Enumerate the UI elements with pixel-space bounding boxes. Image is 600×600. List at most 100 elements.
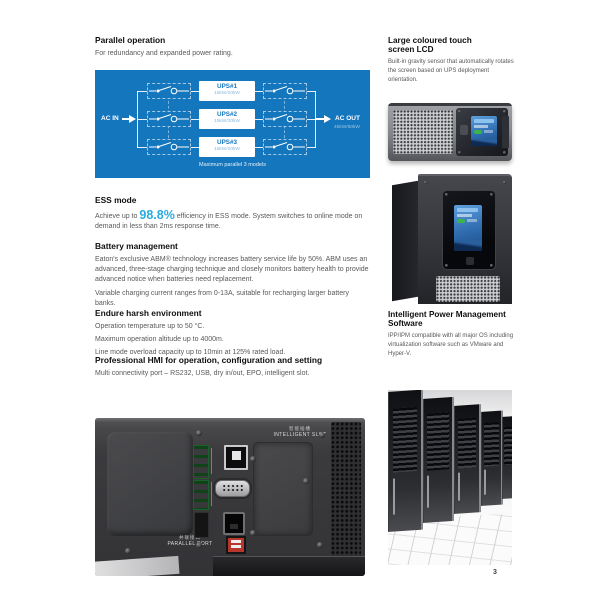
ac-out-power: 45kW/60kW	[334, 125, 360, 130]
ess-mode-body: Achieve up to 98.8% efficiency in ESS mo…	[95, 207, 370, 232]
screw	[458, 151, 461, 154]
port-label-mark	[211, 482, 212, 506]
rack-handle	[484, 469, 487, 495]
dry-contact-terminal-top	[193, 445, 209, 479]
tower-display-door	[442, 190, 496, 270]
parallel-port-cover	[107, 432, 193, 536]
section-ess-mode: ESS mode Achieve up to 98.8% efficiency …	[95, 195, 370, 236]
parallel-port-label-en: PARALLEL PORT	[167, 541, 213, 548]
ess-text-before: Achieve up to	[95, 212, 140, 220]
screw	[196, 430, 202, 436]
screw	[490, 193, 493, 196]
ups1-name: UPS#1	[217, 83, 237, 90]
ups2-box: UPS#2 15kW/20kW	[199, 109, 255, 129]
screw	[445, 264, 448, 267]
ess-efficiency-highlight: 98.8%	[139, 207, 175, 222]
ventilation-grille	[331, 422, 361, 570]
tower-ups-photo	[388, 170, 512, 307]
lcd-text-row	[467, 219, 477, 222]
perforated-grille	[436, 276, 500, 302]
lcd-green-indicator	[474, 130, 482, 134]
rear-top-edge	[95, 418, 365, 423]
hmi-title: Professional HMI for operation, configur…	[95, 355, 323, 365]
screw	[490, 264, 493, 267]
parallel-port-label-cn: 并联接口	[179, 535, 201, 540]
right-column: Large coloured touch screen LCD Built-in…	[388, 0, 514, 600]
section-parallel-operation: Parallel operation For redundancy and ex…	[95, 35, 370, 63]
ups-rear-panel-photo: 并联接口 PARALLEL PORT 智能插槽 INTELLIGENT SLOT	[95, 418, 365, 576]
ups2-name: UPS#2	[217, 111, 237, 118]
rack-slats	[457, 417, 477, 469]
rack-handle	[392, 478, 395, 515]
dip-toggle	[231, 540, 241, 543]
touch-lcd-title: Large coloured touch screen LCD	[388, 36, 472, 55]
breaker-switch-icon	[147, 83, 191, 99]
battery-paragraph-2: Variable charging current ranges from 0-…	[95, 290, 349, 308]
server-rack	[481, 410, 503, 506]
screw	[503, 110, 506, 113]
parallel-operation-title: Parallel operation	[95, 35, 166, 45]
screw	[250, 456, 256, 462]
intelligent-slot-label: 智能插槽 INTELLIGENT SLOT	[257, 426, 343, 438]
breaker-switch-icon	[147, 111, 191, 127]
rack-ups-top-edge	[388, 103, 512, 106]
ipm-body: IPP/IPM compatible with all major OS inc…	[388, 332, 514, 357]
lcd-footer	[454, 239, 482, 251]
network-port	[223, 512, 245, 535]
intelligent-slot-label-cn: 智能插槽	[289, 426, 311, 431]
server-room-photo	[388, 390, 512, 565]
ac-in-arrowhead	[129, 115, 136, 123]
intelligent-slot-label-en: INTELLIGENT SLOT	[273, 432, 327, 439]
battery-paragraph-1: Eaton's exclusive ABM® technology increa…	[95, 255, 369, 283]
rs232-serial-port	[215, 480, 250, 497]
rack-handle	[427, 475, 430, 508]
rack-handle	[457, 472, 460, 501]
rack-slats	[427, 412, 449, 471]
panel-button	[466, 257, 474, 265]
harsh-line-3: Line mode overload capacity up to 10min …	[95, 348, 286, 356]
lcd-screen	[454, 205, 482, 251]
screw	[125, 548, 131, 554]
ipm-title: Intelligent Power Management Software	[388, 310, 506, 329]
lcd-screen	[471, 116, 497, 146]
touch-lcd-body: Built-in gravity sensor that automatical…	[388, 58, 514, 83]
harsh-line-2: Maximum operation altitude up to 4000m.	[95, 335, 224, 343]
parallel-diagram: UPS#1 15kW/20kW UPS#2 15kW/20kW UPS#3 15…	[95, 70, 370, 178]
rack-ups-device	[388, 103, 512, 161]
ups1-power: 15kW/20kW	[214, 90, 240, 96]
left-column: Parallel operation For redundancy and ex…	[95, 0, 370, 600]
ac-out-label: AC OUT	[335, 115, 360, 122]
breaker-switch-icon	[263, 139, 307, 155]
ac-in-label: AC IN	[101, 115, 119, 122]
dip-toggle	[231, 545, 241, 548]
ups3-box: UPS#3 15kW/20kW	[199, 137, 255, 157]
screw	[458, 110, 461, 113]
ac-in-arrow	[122, 118, 130, 120]
screw	[317, 542, 323, 548]
rack-slats	[484, 422, 499, 467]
ups3-power: 15kW/20kW	[214, 146, 240, 152]
diagram-note: Maximum parallel 3 models	[199, 162, 266, 168]
panel-button	[460, 125, 468, 135]
usb-port	[224, 445, 248, 470]
parallel-port-label: 并联接口 PARALLEL PORT	[145, 535, 235, 547]
intelligent-slot-cover	[253, 442, 313, 536]
port-label-mark	[211, 448, 212, 474]
lcd-status-bar	[474, 119, 494, 123]
server-rack	[423, 396, 454, 523]
screw	[303, 478, 309, 484]
page-number: 3	[493, 569, 497, 576]
lcd-text-row	[484, 130, 494, 133]
screw	[424, 181, 427, 184]
battery-management-title: Battery management	[95, 241, 178, 251]
dry-contact-terminal-bottom	[193, 480, 209, 510]
lcd-footer	[471, 138, 497, 146]
panel-side-strip	[502, 116, 509, 148]
section-touch-lcd: Large coloured touch screen LCD Built-in…	[388, 36, 514, 89]
tower-side-face	[392, 180, 418, 302]
ups2-power: 15kW/20kW	[214, 118, 240, 124]
black-connector	[194, 512, 209, 538]
network-port-inner	[230, 524, 238, 529]
section-ipm-software: Intelligent Power Management Software IP…	[388, 310, 514, 363]
